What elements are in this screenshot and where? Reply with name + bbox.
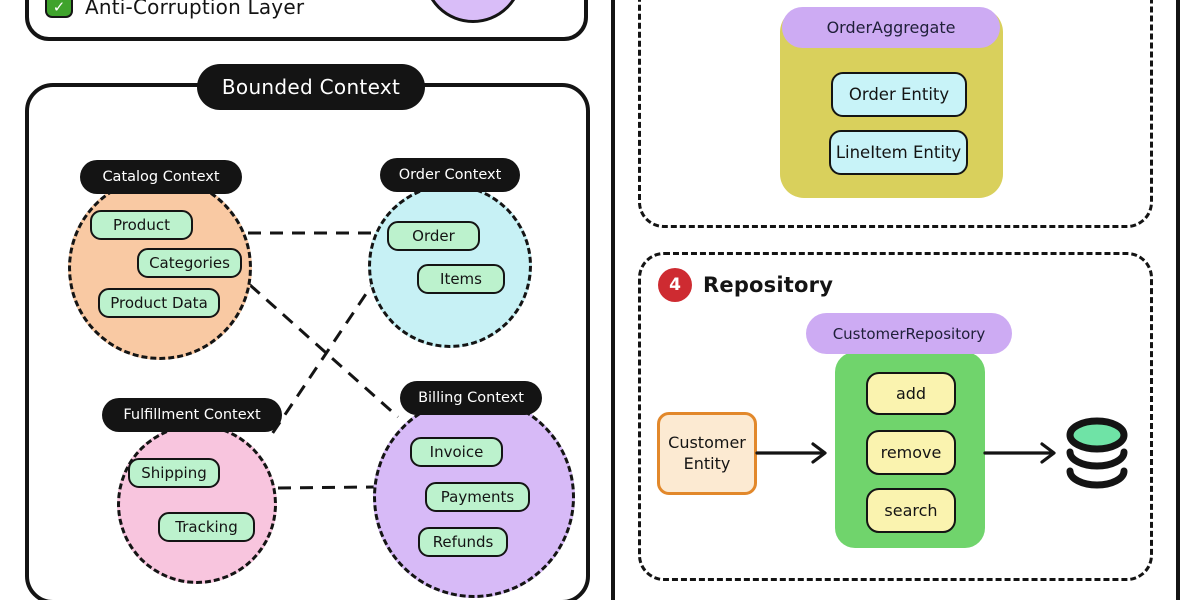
billing-item-payments: Payments <box>425 482 530 512</box>
catalog-context-label: Catalog Context <box>80 160 242 194</box>
bounded-context-title: Bounded Context <box>197 64 425 110</box>
database-icon <box>1066 417 1128 489</box>
order-aggregate-header: OrderAggregate <box>782 7 1000 48</box>
order-context-label: Order Context <box>380 158 520 192</box>
order-item-items: Items <box>417 264 505 294</box>
catalog-item-product-data: Product Data <box>98 288 220 318</box>
repository-section-title: Repository <box>703 273 834 297</box>
check-icon: ✓ <box>45 0 73 18</box>
order-entity-box: Order Entity <box>831 72 967 117</box>
fulfillment-item-tracking: Tracking <box>158 512 255 542</box>
fulfillment-context-circle <box>117 424 277 584</box>
customer-repository-header: CustomerRepository <box>806 313 1012 354</box>
repository-method-remove: remove <box>866 430 956 475</box>
anti-corruption-label: Anti-Corruption Layer <box>85 0 305 19</box>
lineitem-entity-box: LineItem Entity <box>829 130 968 175</box>
fulfillment-context-label: Fulfillment Context <box>102 398 282 432</box>
billing-context-label: Billing Context <box>400 381 542 415</box>
customer-entity-line1: Customer <box>668 432 746 452</box>
customer-entity-line2: Entity <box>683 453 731 473</box>
catalog-item-product: Product <box>90 210 193 240</box>
billing-item-invoice: Invoice <box>410 437 503 467</box>
customer-entity-box: Customer Entity <box>657 412 757 495</box>
step-number-badge: 4 <box>658 268 692 302</box>
order-item-order: Order <box>387 221 480 251</box>
repository-method-search: search <box>866 488 956 533</box>
catalog-item-categories: Categories <box>137 248 242 278</box>
repository-method-add: add <box>866 372 956 415</box>
billing-item-refunds: Refunds <box>418 527 508 557</box>
fulfillment-item-shipping: Shipping <box>128 458 220 488</box>
